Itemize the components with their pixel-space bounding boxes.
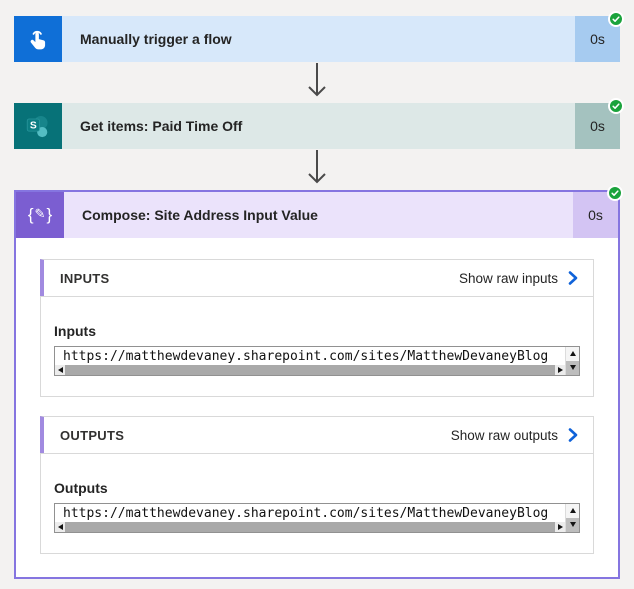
success-badge-icon: [608, 11, 624, 27]
step-duration: 0s: [575, 103, 620, 149]
inputs-section-title: INPUTS: [60, 270, 110, 286]
horizontal-scroll-thumb[interactable]: [65, 522, 555, 532]
step-manual-trigger[interactable]: Manually trigger a flow 0s: [14, 11, 624, 62]
horizontal-scrollbar[interactable]: [55, 522, 565, 532]
tap-hand-icon: [14, 16, 62, 62]
horizontal-scroll-thumb[interactable]: [65, 365, 555, 375]
compose-details: INPUTS Show raw inputs Inputs https://ma…: [16, 238, 618, 577]
outputs-section-title: OUTPUTS: [60, 427, 125, 443]
outputs-value-box[interactable]: https://matthewdevaney.sharepoint.com/si…: [54, 503, 580, 533]
arrow-down-icon: [0, 149, 634, 190]
step-title: Get items: Paid Time Off: [62, 103, 575, 149]
svg-text:S: S: [30, 121, 37, 132]
show-raw-inputs-link[interactable]: Show raw inputs: [459, 270, 579, 286]
horizontal-scrollbar[interactable]: [55, 365, 565, 375]
step-get-items[interactable]: S Get items: Paid Time Off 0s: [14, 98, 624, 149]
inputs-value: https://matthewdevaney.sharepoint.com/si…: [63, 349, 549, 364]
arrow-down-icon: [0, 62, 634, 103]
scroll-down-icon[interactable]: [566, 517, 579, 532]
success-badge-icon: [607, 185, 623, 201]
scroll-left-icon[interactable]: [55, 365, 65, 375]
sharepoint-icon: S: [14, 103, 62, 149]
chevron-right-icon: [568, 271, 578, 285]
scroll-right-icon[interactable]: [555, 365, 565, 375]
outputs-field-label: Outputs: [54, 480, 108, 496]
inputs-section-header: INPUTS Show raw inputs: [40, 259, 594, 297]
chevron-right-icon: [568, 428, 578, 442]
compose-card: {✎} Compose: Site Address Input Value 0s…: [14, 185, 623, 579]
success-badge-icon: [608, 98, 624, 114]
show-raw-outputs-label: Show raw outputs: [450, 427, 558, 443]
scroll-down-icon[interactable]: [566, 360, 579, 375]
show-raw-outputs-link[interactable]: Show raw outputs: [451, 427, 579, 443]
braces-pencil-icon: {✎}: [16, 192, 64, 238]
show-raw-inputs-label: Show raw inputs: [458, 270, 558, 286]
scroll-up-icon[interactable]: [566, 347, 579, 361]
scroll-left-icon[interactable]: [55, 522, 65, 532]
step-compose[interactable]: {✎} Compose: Site Address Input Value 0s: [16, 192, 618, 238]
step-title: Manually trigger a flow: [62, 16, 575, 62]
vertical-scrollbar[interactable]: [565, 504, 579, 532]
inputs-section-content: Inputs https://matthewdevaney.sharepoint…: [40, 296, 594, 397]
inputs-field-label: Inputs: [54, 323, 96, 339]
outputs-value: https://matthewdevaney.sharepoint.com/si…: [63, 506, 549, 521]
scroll-up-icon[interactable]: [566, 504, 579, 518]
scroll-right-icon[interactable]: [555, 522, 565, 532]
inputs-value-box[interactable]: https://matthewdevaney.sharepoint.com/si…: [54, 346, 580, 376]
step-title: Compose: Site Address Input Value: [64, 192, 573, 238]
outputs-section-header: OUTPUTS Show raw outputs: [40, 416, 594, 454]
outputs-section-content: Outputs https://matthewdevaney.sharepoin…: [40, 453, 594, 554]
vertical-scrollbar[interactable]: [565, 347, 579, 375]
